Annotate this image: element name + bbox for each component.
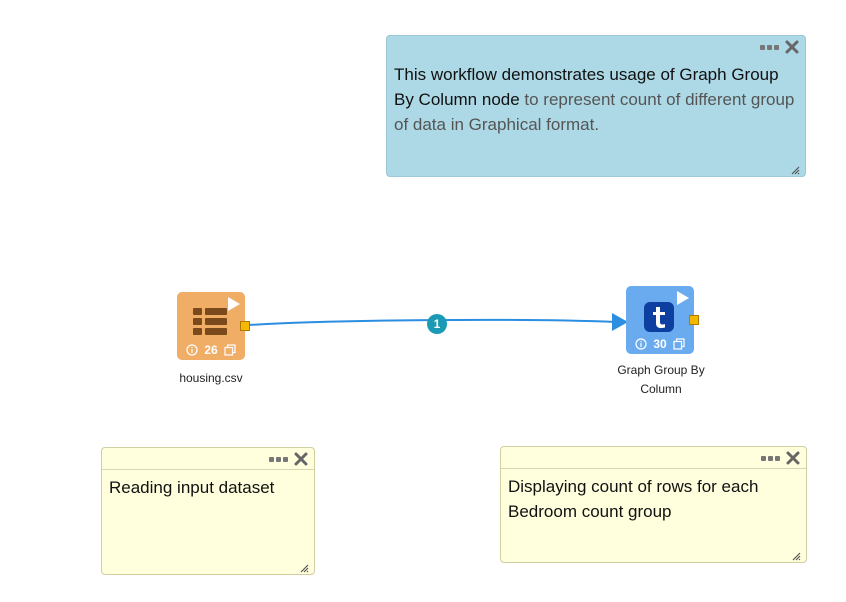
resize-handle-icon[interactable] — [791, 162, 800, 175]
graph-group-by-column-node[interactable]: 30 — [626, 286, 699, 354]
displaying-note[interactable]: Displaying count of rows for each Bedroo… — [500, 446, 807, 563]
play-icon[interactable] — [227, 296, 241, 312]
table-list-icon — [193, 308, 227, 335]
more-options-icon[interactable] — [761, 455, 780, 461]
note-header — [760, 38, 799, 56]
reading-note[interactable]: Reading input dataset — [101, 447, 315, 575]
node-footer: 30 — [626, 337, 694, 351]
info-icon[interactable] — [635, 338, 647, 350]
displaying-note-text: Displaying count of rows for each Bedroo… — [508, 477, 759, 521]
note-header — [761, 449, 800, 467]
more-options-icon[interactable] — [760, 44, 779, 50]
close-icon[interactable] — [294, 452, 308, 466]
node-count: 26 — [204, 343, 218, 357]
copy-icon[interactable] — [224, 344, 236, 356]
intro-note-text: This workflow demonstrates usage of Grap… — [394, 62, 797, 137]
note-divider — [102, 469, 314, 470]
more-options-icon[interactable] — [269, 456, 288, 462]
note-divider — [501, 468, 806, 469]
connection-badge[interactable]: 1 — [427, 314, 447, 334]
housing-csv-node[interactable]: 26 — [177, 292, 250, 360]
resize-handle-icon[interactable] — [792, 548, 801, 561]
source-node-label: housing.csv — [179, 371, 243, 385]
note-header — [269, 450, 308, 468]
intro-note-text-muted: to represent count of different group of… — [394, 90, 795, 134]
intro-note-text-dark: This workflow demonstrates usage of Grap… — [394, 65, 779, 109]
target-node-label: Graph Group By Column — [617, 363, 705, 396]
node-count: 30 — [653, 337, 667, 351]
info-icon[interactable] — [186, 344, 198, 356]
node-footer: 26 — [177, 343, 245, 357]
resize-handle-icon[interactable] — [300, 560, 309, 573]
close-icon[interactable] — [785, 40, 799, 54]
t-logo-icon — [644, 302, 674, 332]
play-icon[interactable] — [676, 290, 690, 306]
copy-icon[interactable] — [673, 338, 685, 350]
close-icon[interactable] — [786, 451, 800, 465]
output-port[interactable] — [240, 321, 250, 331]
intro-note[interactable]: This workflow demonstrates usage of Grap… — [386, 35, 806, 177]
output-port[interactable] — [689, 315, 699, 325]
reading-note-text: Reading input dataset — [109, 478, 275, 497]
